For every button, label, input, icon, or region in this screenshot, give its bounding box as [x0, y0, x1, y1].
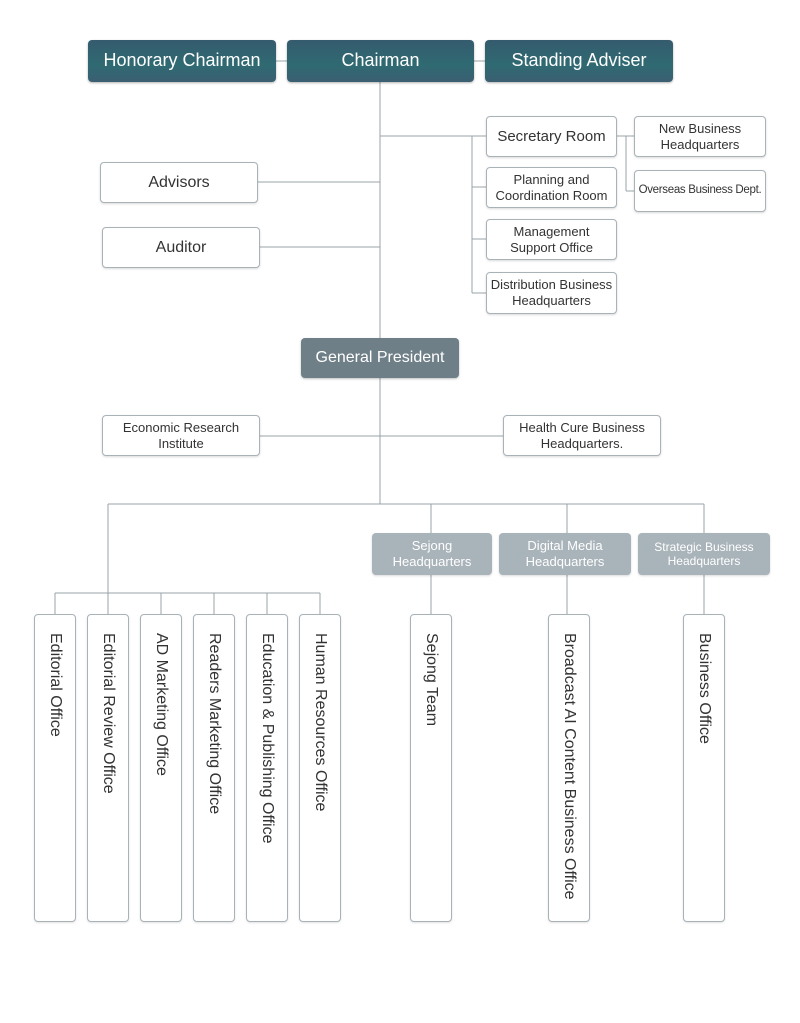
- business-office-label: Business Office: [696, 633, 713, 744]
- distribution-business-hq-box: Distribution Business Headquarters: [486, 272, 617, 314]
- human-resources-office-box: Human Resources Office: [299, 614, 341, 922]
- education-publishing-office-label: Education & Publishing Office: [259, 633, 276, 844]
- strategic-business-hq-box: Strategic Business Headquarters: [638, 533, 770, 575]
- editorial-review-office-box: Editorial Review Office: [87, 614, 129, 922]
- human-resources-office-label: Human Resources Office: [312, 633, 329, 812]
- advisors-box: Advisors: [100, 162, 258, 203]
- chairman-box: Chairman: [287, 40, 474, 82]
- business-office-box: Business Office: [683, 614, 725, 922]
- secretary-room-box: Secretary Room: [486, 116, 617, 157]
- broadcast-ai-office-label: Broadcast AI Content Business Office: [561, 633, 578, 900]
- economic-research-box: Economic Research Institute: [102, 415, 260, 456]
- planning-coordination-box: Planning and Coordination Room: [486, 167, 617, 208]
- editorial-review-office-label: Editorial Review Office: [100, 633, 117, 794]
- overseas-business-box: Overseas Business Dept.: [634, 170, 766, 212]
- ad-marketing-office-label: AD Marketing Office: [153, 633, 170, 776]
- broadcast-ai-office-box: Broadcast AI Content Business Office: [548, 614, 590, 922]
- ad-marketing-office-box: AD Marketing Office: [140, 614, 182, 922]
- sejong-hq-box: Sejong Headquarters: [372, 533, 492, 575]
- new-business-hq-box: New Business Headquarters: [634, 116, 766, 157]
- health-cure-hq-box: Health Cure Business Headquarters.: [503, 415, 661, 456]
- auditor-box: Auditor: [102, 227, 260, 268]
- general-president-box: General President: [301, 338, 459, 378]
- readers-marketing-office-label: Readers Marketing Office: [206, 633, 223, 815]
- management-support-box: Management Support Office: [486, 219, 617, 260]
- sejong-team-box: Sejong Team: [410, 614, 452, 922]
- honorary-chairman-box: Honorary Chairman: [88, 40, 276, 82]
- editorial-office-label: Editorial Office: [47, 633, 64, 737]
- readers-marketing-office-box: Readers Marketing Office: [193, 614, 235, 922]
- standing-adviser-box: Standing Adviser: [485, 40, 673, 82]
- education-publishing-office-box: Education & Publishing Office: [246, 614, 288, 922]
- digital-media-hq-box: Digital Media Headquarters: [499, 533, 631, 575]
- editorial-office-box: Editorial Office: [34, 614, 76, 922]
- sejong-team-label: Sejong Team: [423, 633, 440, 727]
